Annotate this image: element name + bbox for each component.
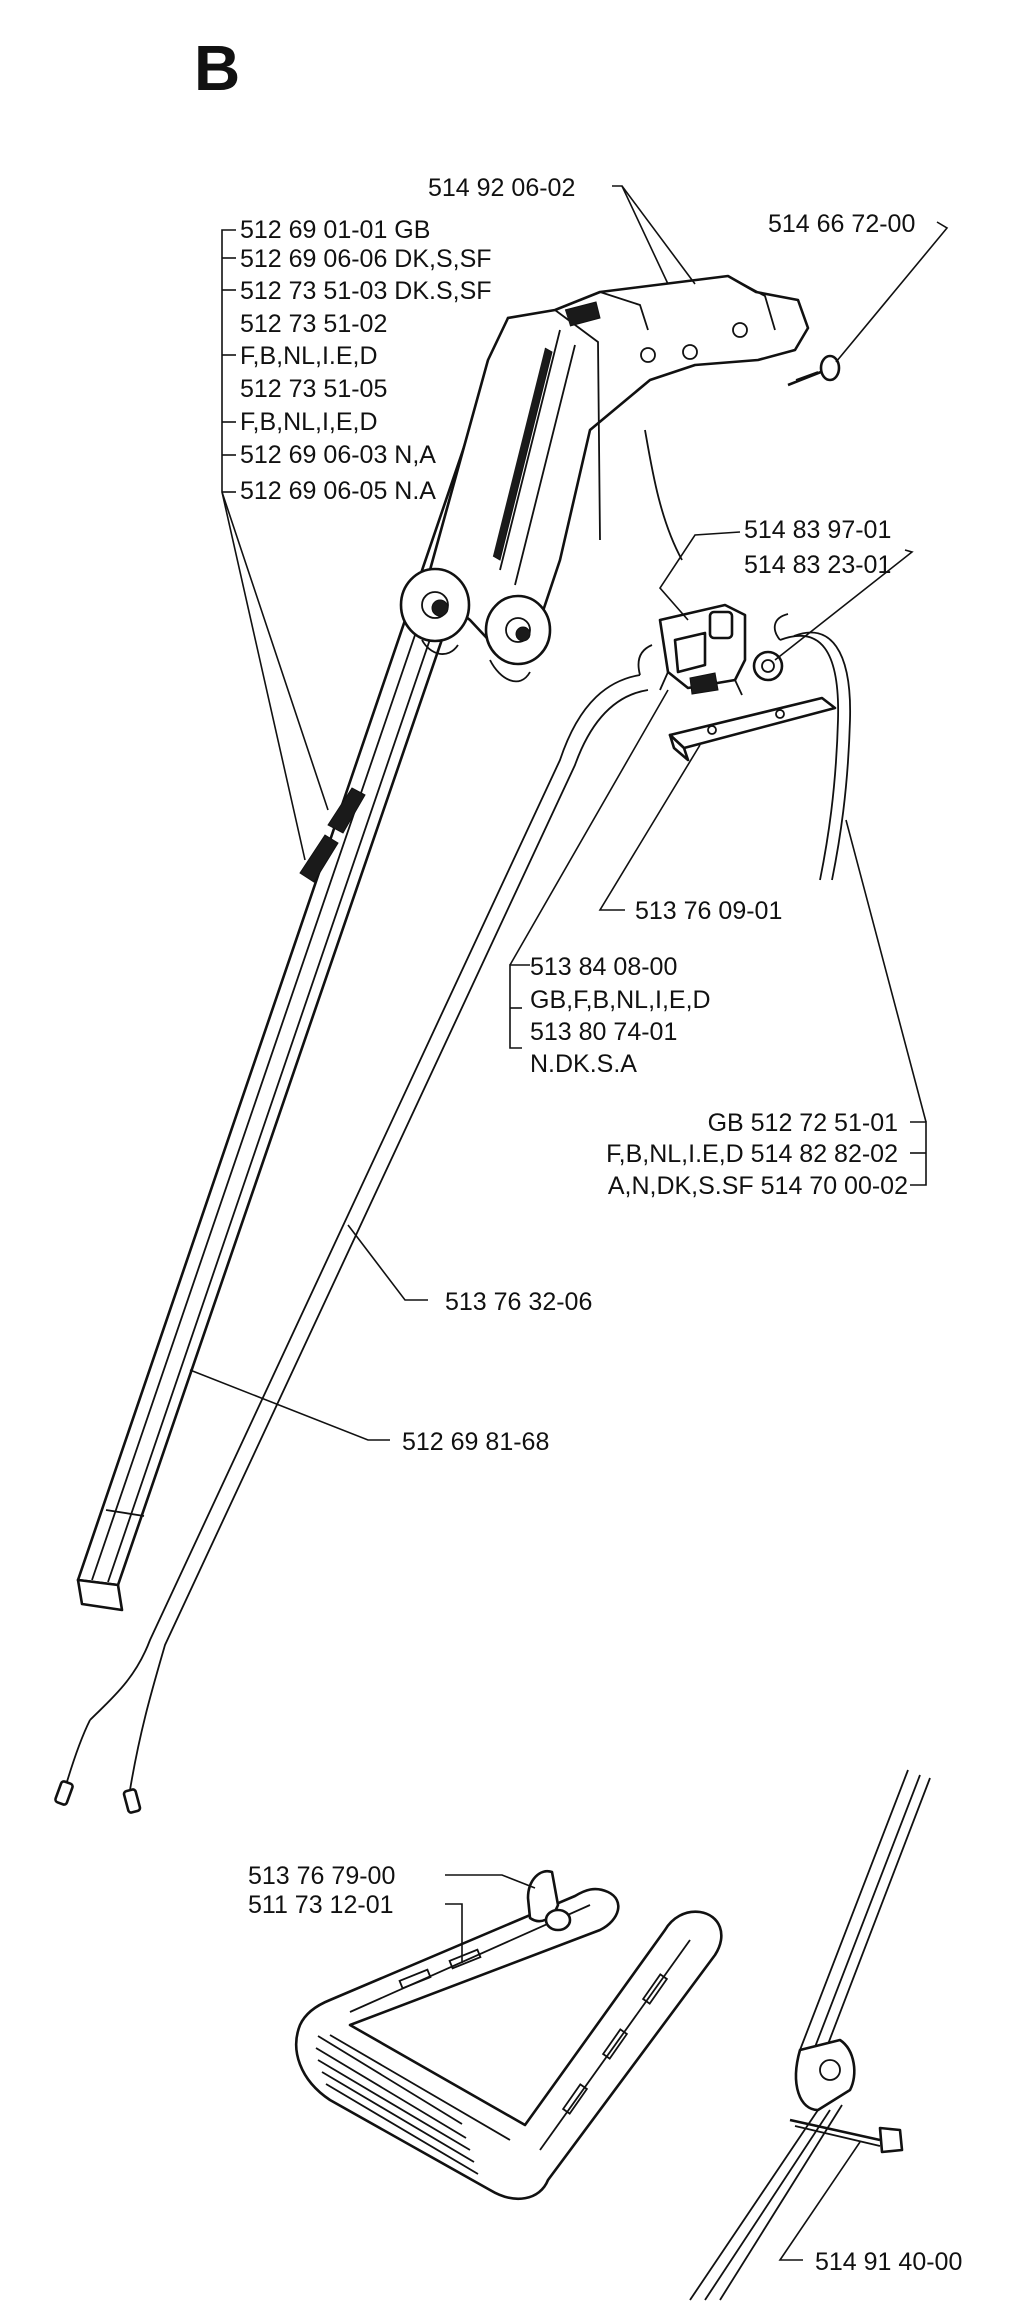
label-upper-cover: 514 92 06-02 <box>428 174 575 202</box>
label-switch-assy: 513 84 08-00 <box>530 953 677 981</box>
lower-tube-segment <box>689 1769 931 2301</box>
label-switch-assy-2-markets: N.DK.S.A <box>530 1050 637 1078</box>
label-tube: 512 69 81-68 <box>402 1428 549 1456</box>
screw-top <box>787 354 841 387</box>
label-switch-2: 514 83 23-01 <box>744 551 891 579</box>
label-05: 512 73 51-05 <box>240 375 387 403</box>
label-na-1: 512 69 06-03 N,A <box>240 441 436 469</box>
label-dk-s-sf-2: 512 73 51-03 DK.S,SF <box>240 277 492 305</box>
long-cable <box>89 674 641 1721</box>
label-handle: 511 73 12-01 <box>248 1891 394 1919</box>
label-cord-eu: F,B,NL,I.E,D 514 82 82-02 <box>606 1140 898 1168</box>
decal-strip-2 <box>299 834 339 883</box>
decal-strip-1 <box>327 787 366 834</box>
leader-lines <box>189 185 949 2261</box>
label-na-2: 512 69 06-05 N.A <box>240 477 436 505</box>
upper-handle-housing <box>399 274 810 683</box>
cable-clamp <box>668 696 837 762</box>
right-cable <box>779 635 839 881</box>
label-screw-top: 514 66 72-00 <box>768 210 915 238</box>
label-cable-clamp: 513 76 09-01 <box>635 897 782 925</box>
section-letter: B <box>194 32 240 104</box>
label-cord-gb: GB 512 72 51-01 <box>708 1109 898 1137</box>
label-05-markets: F,B,NL,I,E,D <box>240 408 378 436</box>
connector-nut <box>752 650 784 682</box>
label-02: 512 73 51-02 <box>240 310 387 338</box>
label-handle-bracket: 513 76 79-00 <box>248 1862 395 1890</box>
label-switch-assy-markets: GB,F,B,NL,I,E,D <box>530 986 711 1014</box>
label-02-markets: F,B,NL,I.E,D <box>240 342 378 370</box>
lower-handle <box>295 1869 723 2200</box>
label-dk-s-sf: 512 69 06-06 DK,S,SF <box>240 245 492 273</box>
label-switch-1: 514 83 97-01 <box>744 516 891 544</box>
label-switch-assy-2: 513 80 74-01 <box>530 1018 677 1046</box>
label-cord-nordic: A,N,DK,S.SF 514 70 00-02 <box>608 1172 908 1200</box>
label-cable: 513 76 32-06 <box>445 1288 592 1316</box>
upper-wire <box>644 429 683 561</box>
label-gb: 512 69 01-01 GB <box>240 216 430 244</box>
switch-unit <box>658 603 747 696</box>
label-bolt: 514 91 40-00 <box>815 2248 962 2276</box>
